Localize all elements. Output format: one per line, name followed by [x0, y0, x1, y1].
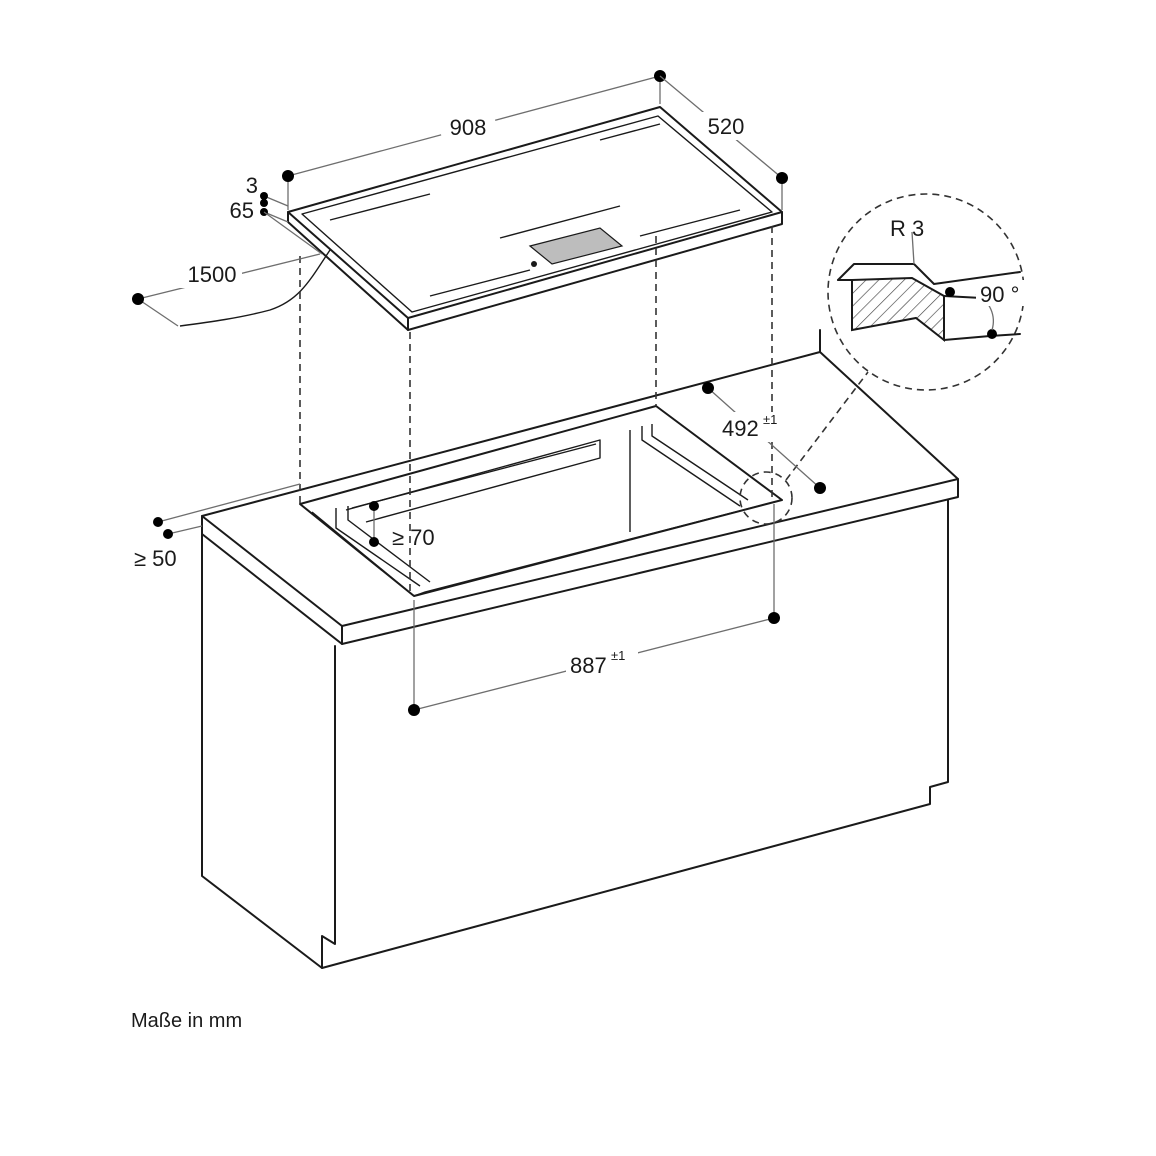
- countertop-top-face: [201, 351, 959, 627]
- sensor-icon: [531, 261, 537, 267]
- label-height: 65: [230, 198, 254, 223]
- countertop-side-edge: [201, 515, 343, 645]
- dim-cutout-depth: 492 ±1: [702, 382, 826, 494]
- control-panel: [528, 227, 624, 265]
- cooktop-side-edge: [287, 211, 409, 331]
- power-cable: [179, 249, 331, 327]
- label-angle: 90 °: [980, 282, 1019, 307]
- dim-depth: 520: [659, 75, 788, 210]
- label-cutout-depth-tolerance: ±1: [763, 412, 777, 427]
- cooktop-front-edge: [407, 211, 783, 331]
- cabinet-side-edge: [201, 533, 323, 969]
- label-cable-length: 1500: [188, 262, 237, 287]
- countertop-front-edge: [341, 478, 959, 645]
- dim-rear-clearance: ≥ 70: [369, 501, 435, 550]
- projection-lines: [299, 226, 869, 596]
- dim-cutout-width: 887 ±1: [408, 504, 780, 716]
- dim-cable: 1500: [132, 211, 323, 327]
- cutout: [299, 405, 783, 597]
- label-cutout-width: 887: [570, 653, 607, 678]
- cutout-opening: [299, 405, 783, 597]
- dim-height: 3 65: [230, 173, 289, 223]
- hatched-profile: [851, 276, 945, 343]
- label-cutout-depth: 492: [722, 416, 759, 441]
- cabinet: [201, 329, 959, 969]
- label-width: 908: [450, 115, 487, 140]
- dim-width: 908: [282, 70, 666, 210]
- cooktop: [179, 106, 783, 331]
- label-glass-thickness: 3: [246, 173, 258, 198]
- unit-note: Maße in mm: [131, 1010, 243, 1032]
- dim-front-distance: ≥ 50: [134, 483, 301, 571]
- label-rear-clearance: ≥ 70: [392, 525, 435, 550]
- label-radius: R 3: [890, 216, 924, 241]
- label-front-distance: ≥ 50: [134, 546, 177, 571]
- detail-callout-circle: [739, 471, 793, 525]
- label-cutout-width-tolerance: ±1: [611, 648, 625, 663]
- edge-detail: R 3 90 °: [827, 193, 1028, 391]
- label-depth: 520: [708, 114, 745, 139]
- cabinet-front-edge: [321, 499, 949, 969]
